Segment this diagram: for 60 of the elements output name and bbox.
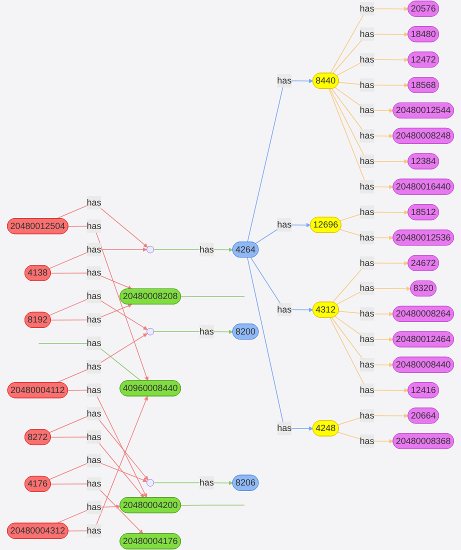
edge-label: has [86, 455, 102, 466]
edge-label: has [86, 432, 102, 442]
arrow [332, 261, 408, 303]
edge-label: has [360, 156, 374, 166]
edge-label: has [360, 410, 374, 420]
arrow [50, 436, 144, 498]
arrow [48, 247, 148, 269]
arrow [250, 257, 314, 312]
edge-label: has [86, 244, 102, 254]
edge-label: has [360, 308, 374, 319]
arrow [332, 32, 408, 74]
edge-label: has [86, 408, 102, 418]
connector [180, 296, 245, 298]
edge-label: has [86, 338, 102, 348]
edge-label: has [277, 304, 292, 314]
node-circle [146, 479, 154, 487]
edge-label: has [360, 360, 374, 370]
edge-label: has [86, 220, 102, 231]
edge-label: has [360, 334, 374, 344]
edge-label: has [360, 283, 374, 294]
edge-label: has [86, 384, 102, 395]
edge-label: has [360, 105, 374, 116]
edge-label: has [277, 423, 292, 434]
edge-label: has [277, 76, 292, 86]
edge-label: has [86, 314, 102, 325]
edge-label: has [360, 206, 374, 217]
edge-label: has [360, 182, 374, 192]
arrow [330, 6, 408, 74]
edge-label: has [360, 130, 374, 141]
edge-label: has [360, 232, 374, 242]
edge-label: has [86, 502, 102, 512]
arrow [56, 333, 148, 384]
edge-label: has [86, 478, 102, 489]
edge-label: has [199, 326, 214, 336]
connector [38, 342, 142, 382]
edge-label: has [86, 526, 102, 536]
node-circle [146, 246, 154, 254]
arrow [68, 390, 147, 498]
edge-label: has [86, 291, 102, 302]
node-circle [146, 328, 154, 336]
edge-label: has [360, 384, 374, 395]
arrow [68, 396, 148, 532]
edge-label: has [360, 80, 374, 90]
edge-label: has [86, 197, 102, 208]
edge-label: has [86, 362, 102, 372]
edge-label: has [360, 28, 374, 39]
arrow [247, 78, 314, 242]
edge-label: has [360, 3, 374, 14]
edge-label: has [199, 244, 214, 254]
arrow [68, 226, 149, 382]
edge-label: has [360, 258, 374, 268]
edge-label: has [86, 268, 102, 278]
edge-label: has [199, 478, 214, 488]
edge-label: has [360, 54, 374, 64]
arrow [247, 257, 314, 431]
arrow [48, 460, 148, 482]
edge-label: has [277, 220, 292, 230]
connector [180, 504, 245, 506]
edge-label: has [360, 436, 374, 446]
arrow [50, 484, 144, 534]
